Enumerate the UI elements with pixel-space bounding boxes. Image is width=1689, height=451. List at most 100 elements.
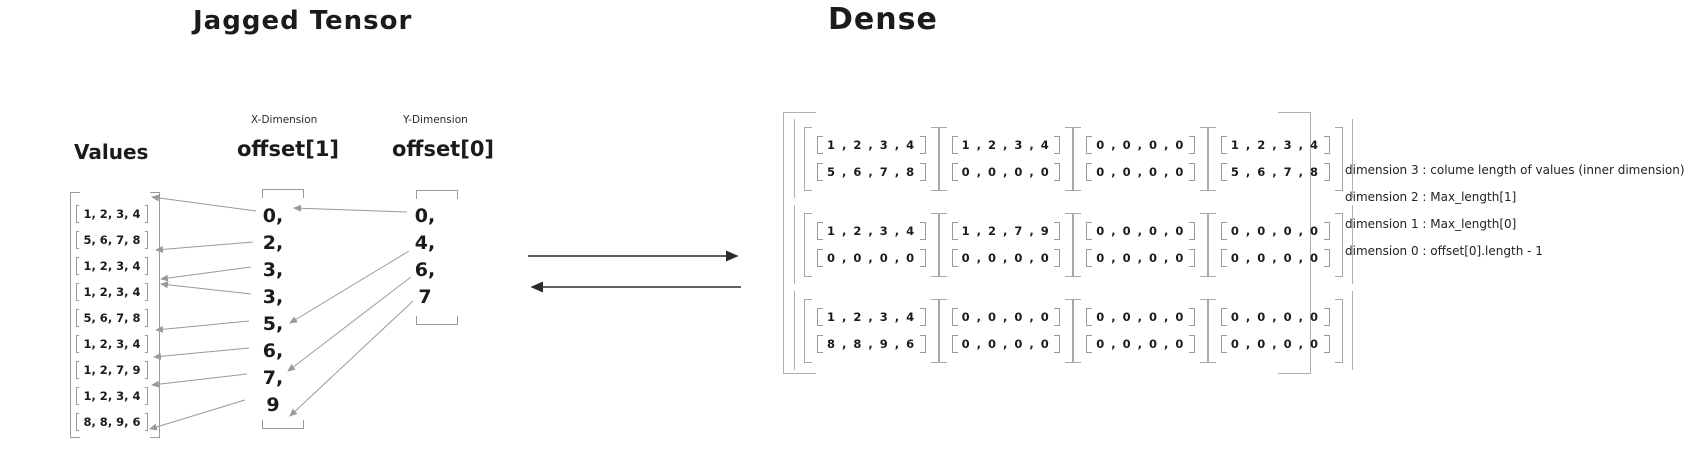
matrix-row: 1 , 2 , 3 , 4	[1220, 136, 1330, 154]
offset1-list: 0,2,3,3,5,6,7,9	[246, 203, 300, 419]
values-label: Values	[74, 140, 149, 164]
matrix-row-text: 8 , 8 , 9 , 6	[827, 337, 916, 351]
matrix-row-text: 5 , 6 , 7 , 8	[827, 165, 916, 179]
left-bracket-icon	[951, 308, 958, 326]
matrix-row-text: 1 , 2 , 3 , 4	[827, 138, 916, 152]
matrix-row-text: 0 , 0 , 0 , 0	[1230, 310, 1320, 324]
matrix-row-text: 0 , 0 , 0 , 0	[1096, 310, 1185, 324]
row-left-bracket-icon	[794, 291, 795, 370]
left-bracket-icon	[76, 413, 80, 431]
left-bracket-icon	[1086, 136, 1093, 154]
offset0-label: offset[0]	[392, 137, 495, 161]
matrix-row-text: 0 , 0 , 0 , 0	[1096, 337, 1185, 351]
offset1-item: 2,	[262, 232, 284, 254]
right-bracket-icon	[919, 136, 926, 154]
dense-block: 1 , 2 , 3 , 4 5 , 6 , 7 , 8	[804, 126, 939, 191]
offset1-to-values-arrows	[149, 194, 257, 431]
right-bracket-icon	[1188, 249, 1195, 267]
right-bracket-icon	[1334, 212, 1343, 277]
offset-arrow	[289, 250, 410, 324]
right-bracket-icon	[919, 163, 926, 181]
right-bracket-icon	[1054, 222, 1061, 240]
right-bracket-icon	[1323, 249, 1330, 267]
left-bracket-icon	[1086, 163, 1093, 181]
offset-arrow	[151, 373, 248, 388]
left-bracket-icon	[76, 361, 80, 379]
right-bracket-icon	[1323, 222, 1330, 240]
right-bracket-icon	[1054, 335, 1061, 353]
values-row-text: 5, 6, 7, 8	[83, 233, 141, 247]
offset1-item: 9	[266, 394, 280, 416]
dense-block: 0 , 0 , 0 , 0 0 , 0 , 0 , 0	[1073, 298, 1208, 363]
dense-block: 0 , 0 , 0 , 0 0 , 0 , 0 , 0	[1207, 298, 1343, 363]
offset-arrow	[151, 194, 257, 212]
left-bracket-icon	[951, 222, 958, 240]
right-bracket-icon	[919, 222, 926, 240]
offset-arrow	[149, 399, 246, 431]
annotation-line: dimension 1 : Max_length[0]	[1345, 217, 1517, 231]
right-bracket-icon	[1065, 212, 1074, 277]
values-row-text: 1, 2, 7, 9	[83, 363, 141, 377]
right-bracket-icon	[1199, 212, 1208, 277]
row-left-bracket-icon	[794, 119, 795, 198]
right-bracket-icon	[144, 361, 148, 379]
left-bracket-icon	[804, 212, 812, 277]
left-bracket-icon	[1073, 212, 1082, 277]
values-outer-right-bracket-icon	[150, 192, 160, 438]
values-row-text: 5, 6, 7, 8	[83, 311, 141, 325]
matrix-row-text: 0 , 0 , 0 , 0	[1230, 337, 1320, 351]
offset-arrow	[293, 204, 408, 213]
matrix-row: 0 , 0 , 0 , 0	[1086, 249, 1195, 267]
dense-block-row: 1 , 2 , 3 , 4 8 , 8 , 9 , 6 0 , 0 , 0 , 0 0…	[794, 291, 1353, 370]
right-bracket-icon	[1054, 308, 1061, 326]
values-row-text: 8, 8, 9, 6	[83, 415, 141, 429]
offset0-item: 6,	[414, 259, 436, 281]
left-bracket-icon	[817, 136, 823, 154]
row-left-bracket-icon	[794, 205, 795, 284]
right-bracket-icon	[144, 335, 148, 353]
offset-arrow	[155, 320, 250, 333]
left-bracket-icon	[1086, 249, 1093, 267]
right-bracket-icon	[144, 309, 148, 327]
matrix-row: 1 , 2 , 3 , 4	[817, 308, 926, 326]
values-row-text: 1, 2, 3, 4	[83, 207, 141, 221]
right-bracket-icon	[1065, 126, 1074, 191]
right-bracket-icon	[1054, 163, 1061, 181]
values-row: 5, 6, 7, 8	[76, 227, 148, 253]
left-bracket-icon	[76, 335, 80, 353]
offset1-item: 0,	[262, 205, 284, 227]
dense-block-row-inner: 1 , 2 , 3 , 4 5 , 6 , 7 , 8 1 , 2 , 3 , 4 0…	[795, 119, 1352, 198]
matrix-row: 0 , 0 , 0 , 0	[1220, 222, 1330, 240]
dense-block-row: 1 , 2 , 3 , 4 5 , 6 , 7 , 8 1 , 2 , 3 , 4 0…	[794, 119, 1353, 198]
matrix-row-text: 0 , 0 , 0 , 0	[961, 165, 1051, 179]
left-bracket-icon	[951, 163, 958, 181]
conversion-arrows	[528, 250, 741, 293]
left-bracket-icon	[1073, 126, 1082, 191]
right-bracket-icon	[1323, 308, 1330, 326]
dense-block: 1 , 2 , 3 , 4 8 , 8 , 9 , 6	[804, 298, 939, 363]
dense-outer-right-bracket-icon	[1278, 112, 1311, 374]
left-bracket-icon	[1220, 308, 1227, 326]
left-bracket-icon	[1073, 298, 1082, 363]
matrix-row-text: 1 , 2 , 3 , 4	[827, 310, 916, 324]
matrix-row: 0 , 0 , 0 , 0	[1086, 308, 1195, 326]
offset0-item: 7	[418, 286, 432, 308]
right-bracket-icon	[144, 283, 148, 301]
offset-arrow	[289, 300, 414, 417]
values-row: 5, 6, 7, 8	[76, 305, 148, 331]
matrix-row: 0 , 0 , 0 , 0	[1086, 136, 1195, 154]
right-bracket-icon	[1188, 222, 1195, 240]
right-bracket-icon	[1334, 126, 1343, 191]
values-row: 1, 2, 3, 4	[76, 279, 148, 305]
left-bracket-icon	[938, 298, 947, 363]
values-row: 8, 8, 9, 6	[76, 409, 148, 435]
left-bracket-icon	[1220, 249, 1227, 267]
row-right-bracket-icon	[1351, 291, 1353, 370]
